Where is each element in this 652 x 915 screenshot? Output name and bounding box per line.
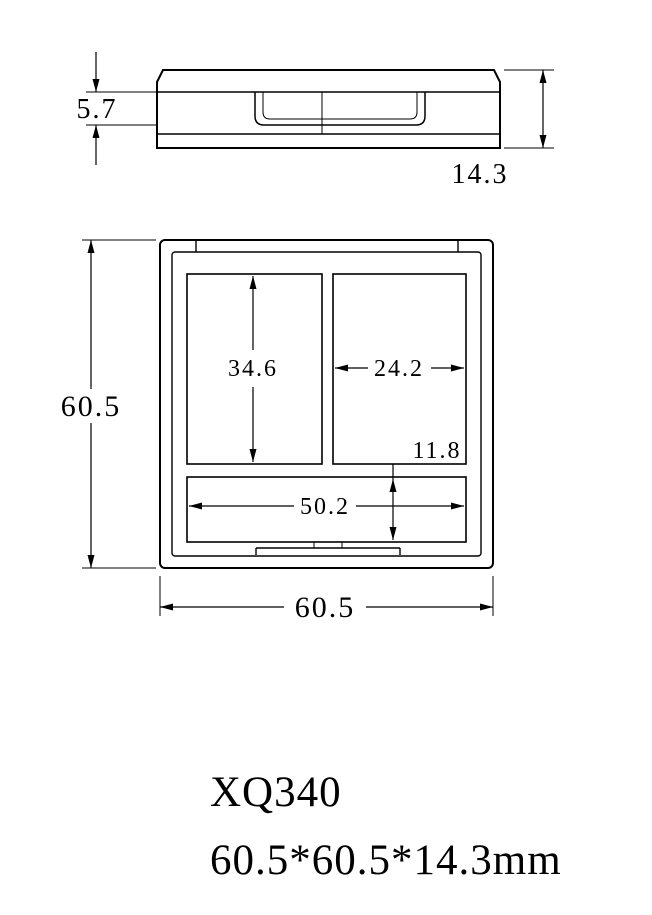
dim-label-bottom-pan-width: 50.2 bbox=[300, 494, 350, 520]
model-code: XQ340 bbox=[210, 769, 342, 816]
bottom-pan bbox=[186, 476, 467, 543]
arrowhead-up bbox=[539, 70, 547, 83]
side-view bbox=[156, 69, 501, 149]
dim-label-total-height: 14.3 bbox=[452, 159, 509, 190]
arrowhead-right bbox=[480, 603, 493, 611]
arrowhead-down bbox=[539, 135, 547, 148]
side-view-outline bbox=[156, 69, 501, 149]
arrowhead-up bbox=[87, 240, 95, 253]
arrowhead-down bbox=[92, 79, 100, 92]
dim-bottom-pan-width: 50.2 bbox=[189, 494, 464, 520]
dim-label-lid-height: 5.7 bbox=[77, 94, 118, 125]
dim-lid-height: 5.7 bbox=[77, 52, 157, 165]
arrowhead-down bbox=[87, 555, 95, 568]
dim-overall-height: 60.5 bbox=[61, 239, 156, 569]
dim-left-pan-height: 34.6 bbox=[228, 276, 278, 462]
arrowhead-up bbox=[249, 276, 257, 289]
side-view-clasp-recess-outer bbox=[254, 92, 426, 126]
dim-right-pan-width: 24.2 bbox=[335, 356, 464, 382]
top-view bbox=[159, 239, 494, 569]
caption: XQ340 60.5*60.5*14.3mm bbox=[210, 769, 562, 884]
arrowhead-down bbox=[249, 449, 257, 462]
left-pan bbox=[186, 273, 323, 465]
right-pan bbox=[332, 273, 467, 465]
arrowhead-up bbox=[389, 479, 397, 492]
dim-overall-width: 60.5 bbox=[159, 576, 494, 624]
dim-label-overall-width: 60.5 bbox=[295, 591, 356, 624]
dim-label-overall-height: 60.5 bbox=[61, 390, 122, 423]
arrowhead-left bbox=[335, 364, 348, 372]
arrowhead-down bbox=[389, 527, 397, 540]
dim-bottom-pan-height: 11.8 bbox=[389, 438, 466, 540]
dim-label-right-pan-width: 24.2 bbox=[374, 356, 424, 382]
dim-label-bottom-pan-height: 11.8 bbox=[412, 438, 461, 464]
size-spec: 60.5*60.5*14.3mm bbox=[210, 837, 562, 884]
arrowhead-left bbox=[160, 603, 173, 611]
arrowhead-up bbox=[92, 125, 100, 138]
arrowhead-left bbox=[189, 502, 202, 510]
arrowhead-right bbox=[451, 364, 464, 372]
case-inner-wall bbox=[171, 251, 482, 557]
dim-label-left-pan-height: 34.6 bbox=[228, 356, 278, 382]
dim-total-height: 14.3 bbox=[452, 69, 554, 190]
arrowhead-right bbox=[451, 502, 464, 510]
side-view-clasp-recess-inner bbox=[262, 92, 418, 120]
